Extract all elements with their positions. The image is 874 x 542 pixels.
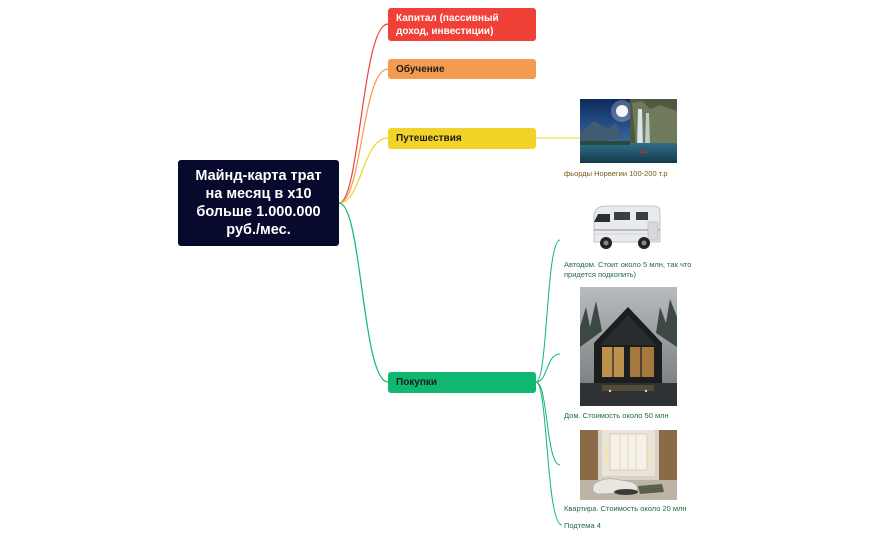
branch-learning-label: Обучение — [396, 63, 445, 75]
connector-purchases-subtopic4 — [535, 381, 563, 526]
fjords-caption: фьорды Норвегии 100-200 т.р — [564, 169, 668, 178]
root-topic[interactable]: Майнд-карта трат на месяц в х10 больше 1… — [178, 160, 339, 246]
branch-capital-label: Капитал (пассивный доход, инвестиции) — [396, 12, 499, 37]
branch-purchases-label: Покупки — [396, 377, 438, 388]
connector-purchases-apartment — [535, 381, 561, 466]
branch-purchases[interactable]: Покупки — [388, 372, 536, 393]
house-image[interactable] — [580, 287, 677, 406]
apartment-caption: Квартира. Стоимость около 20 млн — [564, 504, 687, 513]
branch-learning[interactable]: Обучение — [388, 59, 536, 79]
branch-capital[interactable]: Капитал (пассивный доход, инвестиции) — [388, 8, 536, 41]
apartment-image[interactable] — [580, 430, 677, 500]
house-caption: Дом. Стоимость около 50 млн — [564, 411, 669, 420]
branch-travel-label: Путешествия — [396, 133, 462, 144]
branch-travel[interactable]: Путешествия — [388, 128, 536, 149]
connector-learning — [338, 68, 389, 204]
connector-capital — [338, 23, 389, 204]
connector-purchases-motorhome — [535, 239, 561, 383]
subtopic-4[interactable]: Подтема 4 — [564, 521, 601, 530]
connector-purchases-house — [535, 353, 561, 383]
connector-purchases — [338, 202, 389, 383]
fjord-waterfall-image[interactable] — [580, 99, 677, 163]
motorhome-caption: Автодом. Стоит около 5 млн, так что прид… — [564, 260, 692, 279]
motorhome-image[interactable] — [588, 200, 666, 256]
connector-travel — [338, 137, 389, 204]
